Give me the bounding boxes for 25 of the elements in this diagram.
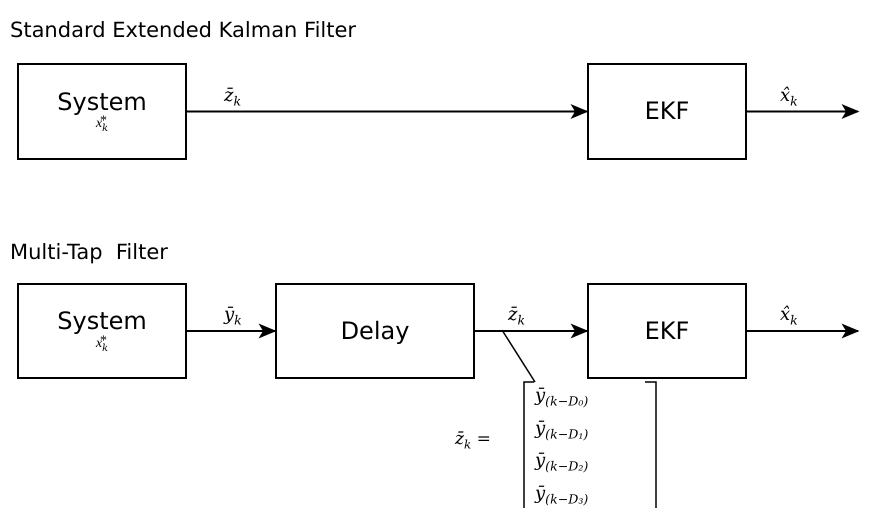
process-box <box>17 283 187 379</box>
arrow <box>187 104 588 119</box>
block-name: System <box>57 88 147 116</box>
vector-entry: ȳ$_{(k−D₃)}$ <box>535 482 588 508</box>
block-name: Delay <box>340 318 410 344</box>
vector-entry: ȳ$_{(k−D₁)}$ <box>535 416 588 444</box>
leader-line <box>501 330 536 382</box>
block-name: EKF <box>644 98 690 125</box>
section-heading: Multi-Tap Filter <box>10 240 168 264</box>
block-name: System <box>57 308 147 335</box>
vector-entry: ȳ$_{(k−D₂)}$ <box>535 449 588 476</box>
vector-entry: ȳ$_{(k−D₀)}$ <box>535 384 588 411</box>
process-box <box>587 283 747 379</box>
block-name: EKF <box>644 318 690 344</box>
arrow <box>747 324 860 338</box>
arrow <box>747 104 860 119</box>
process-box <box>17 63 187 160</box>
process-box <box>275 283 475 379</box>
process-box <box>587 63 747 160</box>
state-symbol: x⃰$_{k}$ <box>96 334 108 354</box>
arrow <box>187 324 276 338</box>
arrow <box>475 324 588 338</box>
diagram-title: Standard Extended Kalman Filter <box>10 18 356 42</box>
state-symbol: x⃰$_{k}$ <box>96 115 108 134</box>
vector-symbol: z̄$_{k}$ = <box>455 430 491 452</box>
